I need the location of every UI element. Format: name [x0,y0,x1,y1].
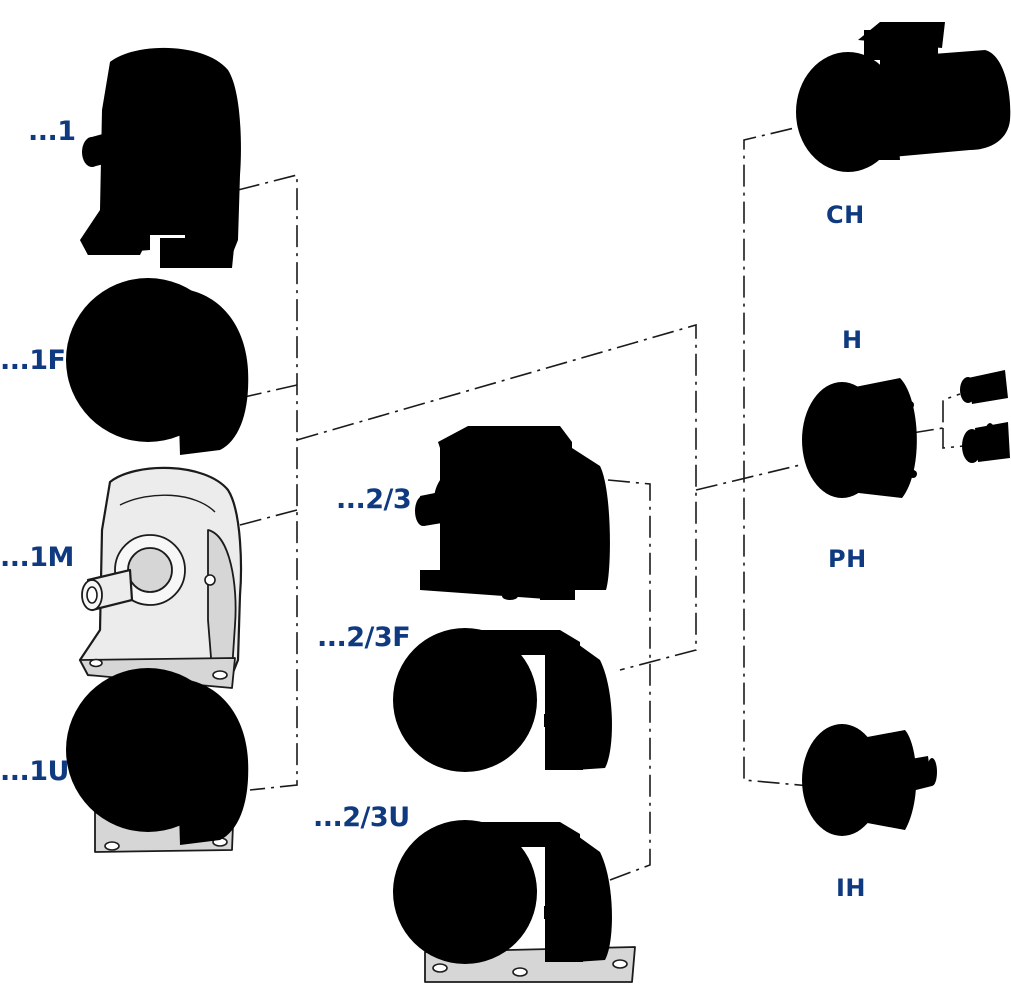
label-ih: IH [836,874,867,902]
label-h: H [842,326,863,354]
label-1f: ...1F [0,345,66,376]
label-2-3u: ...2/3U [313,802,410,833]
gearbox-1-drawing [80,47,241,268]
gearbox-2-3u-drawing [393,820,636,983]
input-ph-drawing [802,370,1010,498]
gearbox-2-3f-drawing [393,628,612,772]
label-ph: PH [828,545,867,573]
label-1u: ...1U [0,756,69,787]
gearbox-2-3-drawing [415,426,610,600]
label-1: ...1 [28,116,76,147]
motor-ch-drawing [796,22,1011,172]
gearbox-1u-drawing [66,668,249,853]
gearbox-1m-drawing [78,466,243,689]
label-1m: ...1M [0,542,74,573]
gearbox-1f-drawing [66,278,249,455]
label-2-3: ...2/3 [336,484,412,515]
connector-lines [237,119,965,881]
label-ch: CH [826,201,865,229]
label-2-3f: ...2/3F [317,622,411,653]
input-ih-drawing [802,724,937,836]
